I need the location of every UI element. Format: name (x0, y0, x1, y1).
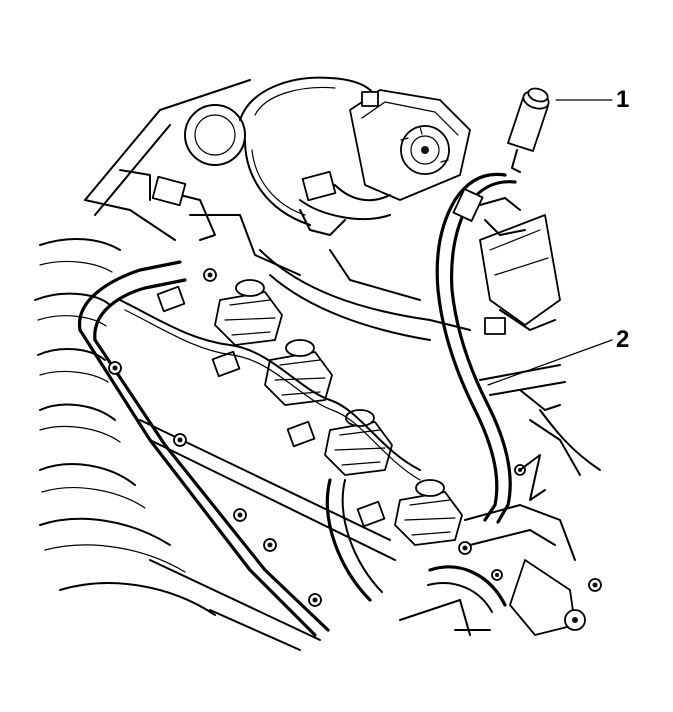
strut-tower (259, 249, 566, 396)
brake-fluid-reservoir (349, 89, 471, 201)
callout-2-label: 2 (616, 326, 630, 353)
intake-manifold (34, 237, 321, 651)
callout-1-label: 1 (616, 86, 630, 113)
ignition-coils (119, 279, 463, 546)
callout-leaders (487, 99, 613, 386)
tube-lower-mount (464, 389, 601, 636)
oil-level-indicator-tube (435, 172, 517, 524)
tube-bracket (479, 197, 561, 335)
fuel-rail (77, 260, 396, 637)
oil-level-indicator (507, 87, 550, 173)
firewall (84, 79, 301, 276)
hoses (325, 478, 507, 636)
connector (299, 170, 391, 236)
